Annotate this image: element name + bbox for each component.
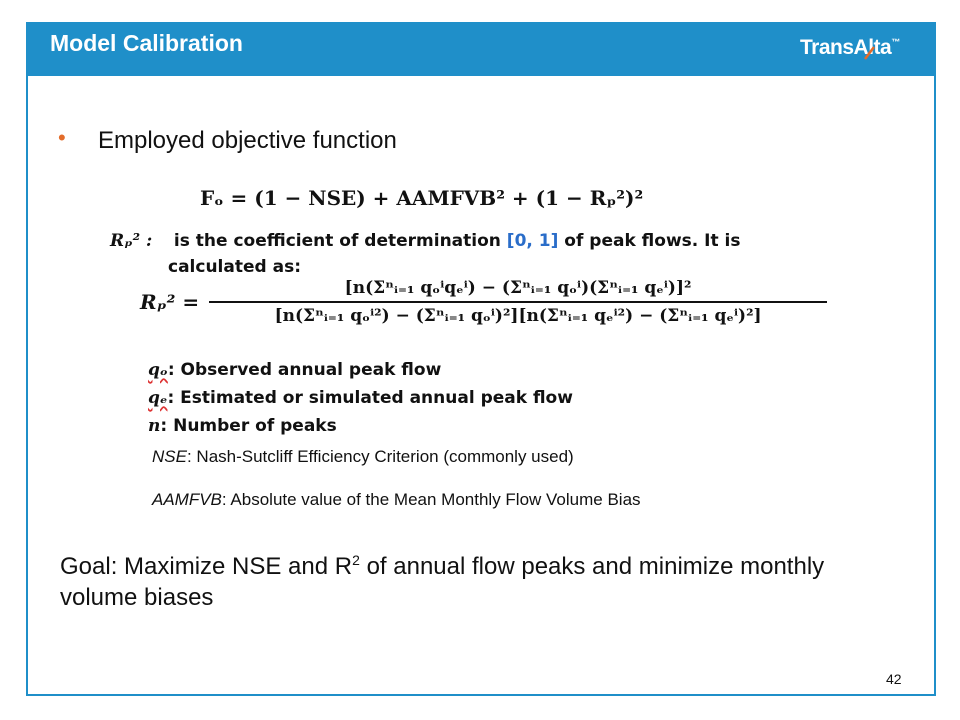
variable-item: qₑ: Estimated or simulated annual peak f… — [148, 384, 573, 412]
aamfvb-abbr: AAMFVB — [152, 490, 222, 509]
objective-function-equation: Fₒ = (1 − NSE) + AAMFVB² + (1 − Rₚ²)² — [200, 186, 644, 210]
rp-def-text-1: is the coefficient of determination — [173, 231, 501, 251]
fraction-bar — [209, 301, 828, 303]
logo-trademark: ™ — [891, 37, 900, 47]
rp-denominator: [n(Σⁿᵢ₌₁ qₒⁱ²) − (Σⁿᵢ₌₁ qₒⁱ)²][n(Σⁿᵢ₌₁ q… — [274, 306, 762, 326]
variable-symbol: qₒ — [148, 360, 168, 380]
variable-text: : Estimated or simulated annual peak flo… — [167, 388, 573, 408]
page-number: 42 — [886, 671, 902, 687]
bullet-item: • Employed objective function — [58, 126, 397, 156]
nse-note: NSE: Nash-Sutcliff Efficiency Criterion … — [152, 447, 574, 467]
variable-text: : Number of peaks — [160, 416, 337, 436]
aamfvb-note: AAMFVB: Absolute value of the Mean Month… — [152, 490, 641, 510]
rp-def-text-2: of peak flows. It is — [564, 231, 741, 251]
logo-text: TransAlta — [800, 36, 892, 59]
bullet-dot-icon: • — [58, 125, 66, 150]
variable-symbol: n — [148, 416, 161, 436]
nse-text: : Nash-Sutcliff Efficiency Criterion (co… — [186, 447, 574, 466]
rp-definition: Rₚ² : is the coefficient of determinatio… — [110, 228, 870, 280]
goal-text-after: of annual flow peaks and minimize monthl… — [60, 553, 825, 611]
nse-abbr: NSE — [152, 447, 187, 466]
brand-logo: TransAlta™ — [800, 36, 900, 60]
variable-item: n: Number of peaks — [148, 412, 573, 440]
variable-list: qₒ: Observed annual peak flow qₑ: Estima… — [148, 356, 573, 440]
rp-fraction: [n(Σⁿᵢ₌₁ qₒⁱqₑⁱ) − (Σⁿᵢ₌₁ qₒⁱ)(Σⁿᵢ₌₁ qₑⁱ… — [209, 278, 828, 326]
bullet-text: Employed objective function — [98, 127, 397, 154]
variable-text: : Observed annual peak flow — [167, 360, 442, 380]
rp-symbol: Rₚ² : — [110, 231, 153, 251]
rp-range: [0, 1] — [506, 231, 559, 251]
goal-superscript: 2 — [352, 552, 360, 568]
aamfvb-text: : Absolute value of the Mean Monthly Flo… — [221, 490, 641, 509]
goal-text-before: Goal: Maximize NSE and R — [60, 553, 353, 580]
header-bar — [26, 22, 936, 76]
slide-title: Model Calibration — [50, 30, 243, 56]
rp-numerator: [n(Σⁿᵢ₌₁ qₒⁱqₑⁱ) − (Σⁿᵢ₌₁ qₒⁱ)(Σⁿᵢ₌₁ qₑⁱ… — [344, 278, 692, 298]
variable-symbol: qₑ — [148, 388, 168, 408]
logo-swoosh-icon — [864, 46, 875, 60]
rp-lhs: Rₚ² = — [140, 290, 200, 314]
rp-def-text-3: calculated as: — [168, 257, 301, 277]
variable-item: qₒ: Observed annual peak flow — [148, 356, 573, 384]
rp-equation: Rₚ² = [n(Σⁿᵢ₌₁ qₒⁱqₑⁱ) − (Σⁿᵢ₌₁ qₒⁱ)(Σⁿᵢ… — [140, 278, 828, 326]
goal-statement: Goal: Maximize NSE and R2 of annual flow… — [60, 545, 880, 613]
